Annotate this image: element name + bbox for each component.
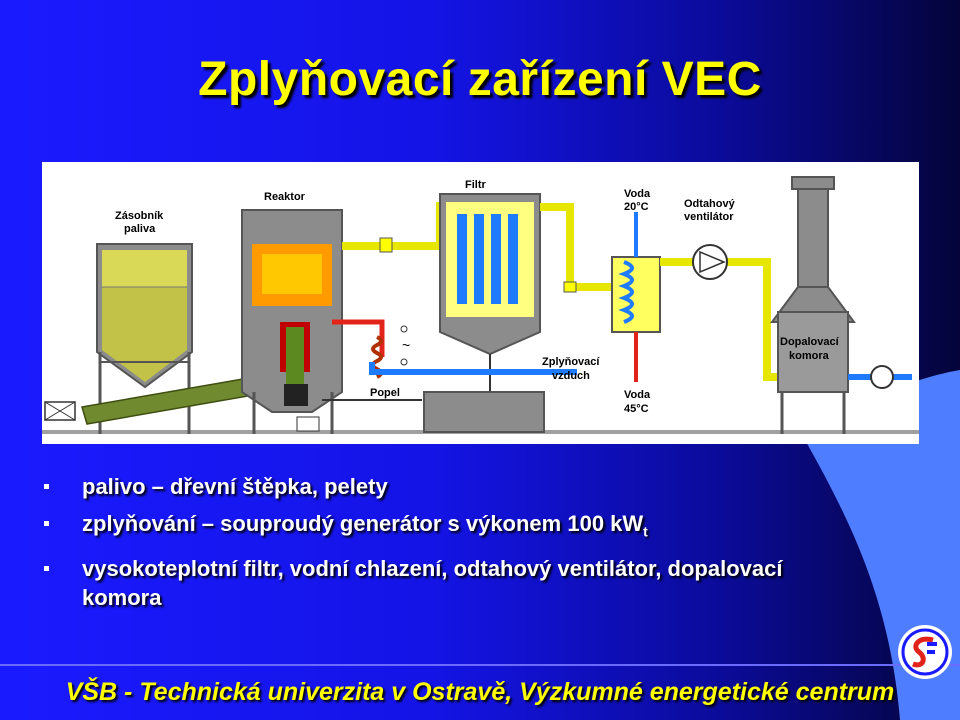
vsb-logo-icon — [898, 625, 952, 679]
label-air-1: Zplyňovací — [542, 356, 600, 368]
label-reactor: Reaktor — [264, 191, 306, 203]
bullet-item: zplyňování – souproudý generátor s výkon… — [42, 509, 862, 546]
bullet-text: zplyňování – souproudý generátor s výkon… — [82, 511, 644, 536]
label-water-out-2: 45°C — [624, 403, 649, 415]
afterburner-chamber — [770, 176, 856, 434]
label-ash: Popel — [370, 387, 400, 399]
filter — [439, 193, 541, 392]
exhaust-fan — [692, 244, 728, 280]
footer-divider — [0, 664, 960, 666]
bullet-item: vysokoteplotní filtr, vodní chlazení, od… — [42, 554, 862, 612]
label-water-in-2: 20°C — [624, 201, 649, 213]
bullet-dot — [44, 521, 49, 526]
label-hopper-2: paliva — [124, 223, 156, 235]
label-water-in-1: Voda — [624, 188, 651, 200]
bullet-dot — [44, 566, 49, 572]
water-cooler — [611, 212, 661, 382]
pipe-gasification-air — [369, 362, 577, 375]
ash-box — [423, 391, 545, 433]
label-fan-2: ventilátor — [684, 211, 734, 223]
process-diagram: Zásobník paliva Reaktor ~ — [42, 162, 919, 444]
reactor — [241, 209, 343, 434]
bullet-subscript: t — [643, 523, 648, 540]
label-air-2: vzduch — [552, 370, 590, 382]
label-burner-2: komora — [789, 350, 830, 362]
bullet-list: palivo – dřevní štěpka, pelety zplyňován… — [42, 472, 862, 620]
label-tilde: ~ — [402, 337, 410, 353]
bullet-dot — [44, 484, 49, 489]
air-fan — [870, 365, 894, 389]
label-fan-1: Odtahový — [684, 198, 736, 210]
bullet-item: palivo – dřevní štěpka, pelety — [42, 472, 862, 501]
label-filter: Filtr — [465, 179, 486, 191]
bullet-text: palivo – dřevní štěpka, pelety — [82, 474, 388, 499]
bullet-text: vysokoteplotní filtr, vodní chlazení, od… — [82, 556, 783, 611]
footer-text: VŠB - Technická univerzita v Ostravě, Vý… — [65, 678, 895, 706]
slide-title: Zplyňovací zařízení VEC — [198, 53, 762, 106]
label-hopper-1: Zásobník — [115, 210, 164, 222]
label-burner-1: Dopalovací — [780, 336, 840, 348]
label-water-out-1: Voda — [624, 389, 651, 401]
